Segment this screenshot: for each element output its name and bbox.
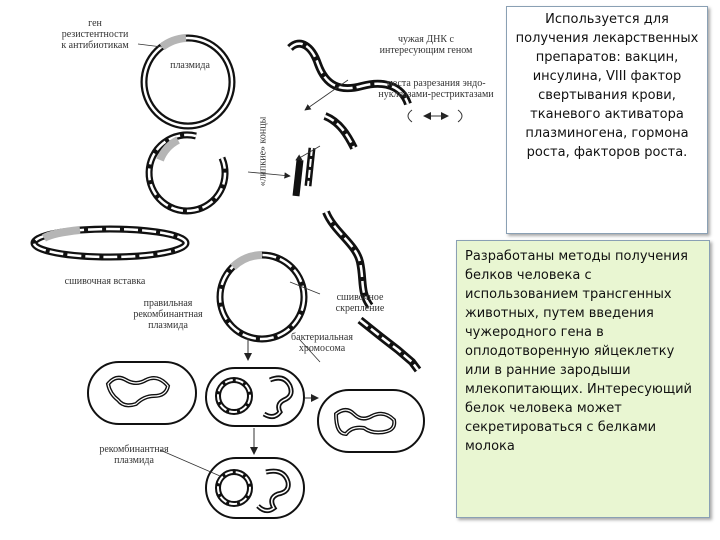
uses-callout: Используется для получения лекарственных…	[506, 6, 708, 234]
joined-plasmid-ellipse	[30, 225, 190, 261]
joining-insert-label: сшивочная вставка	[64, 276, 146, 287]
sticky-ends-label: «липкие» концы	[257, 116, 269, 187]
foreign-fragment	[247, 145, 321, 197]
cut-plasmid	[145, 131, 229, 215]
methods-callout: Разработаны методы получения белков чело…	[456, 240, 710, 518]
bacterium-center	[205, 367, 319, 455]
foreign-dna-strand	[287, 39, 463, 150]
bacterium-left	[87, 361, 197, 425]
recombinant-plasmid-ring	[216, 251, 321, 363]
bacterium-right	[317, 389, 425, 453]
resistance-gene-segment	[159, 34, 187, 51]
joined-dna-strand	[322, 210, 422, 373]
correct-recombinant-label: правильная рекомбинантная плазмида	[133, 298, 203, 331]
recombinant-plasmid-label: рекомбинантная плазмида	[99, 444, 169, 466]
foreign-dna-label: чужая ДНК с интересующим геном	[379, 34, 473, 56]
plasmid-label: плазмида	[170, 60, 210, 71]
resistance-gene-label: ген резистентности к антибиотикам	[61, 18, 129, 51]
leader-line	[137, 43, 163, 48]
bacterium-bottom	[159, 449, 305, 519]
joining-crosslink-label: сшивочное скрепление	[335, 292, 385, 314]
plasmid-ring	[137, 34, 236, 130]
bacterial-chromosome-label: бактериальная хромосома	[291, 332, 353, 354]
restriction-sites-label: места разрезания эндо- нуклеазами-рестри…	[378, 78, 494, 100]
